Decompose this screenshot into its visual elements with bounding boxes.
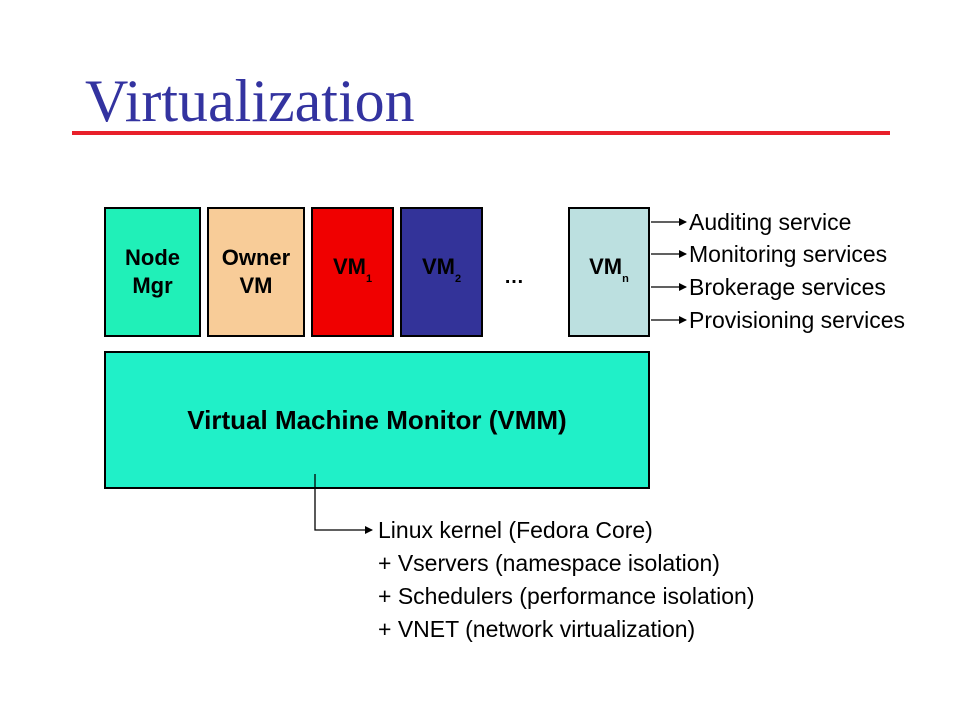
vmn-box: VMn	[568, 207, 650, 337]
owner-vm-label: Owner VM	[221, 245, 291, 298]
vmm-box: Virtual Machine Monitor (VMM)	[104, 351, 650, 489]
service-monitoring: Monitoring services	[689, 241, 888, 267]
vmm-label: Virtual Machine Monitor (VMM)	[187, 405, 567, 435]
vm2-box: VM2	[400, 207, 483, 337]
service-provisioning: Provisioning services	[689, 307, 906, 333]
service-auditing: Auditing service	[689, 209, 852, 235]
ellipsis: …	[504, 266, 524, 288]
vm1-label: VM1	[332, 254, 373, 285]
service-brokerage: Brokerage services	[689, 274, 886, 300]
owner-vm-box: Owner VM	[207, 207, 305, 337]
kernel-line-2: + Vservers (namespace isolation)	[378, 550, 720, 576]
kernel-line-1: Linux kernel (Fedora Core)	[378, 517, 653, 543]
vm1-box: VM1	[311, 207, 394, 337]
slide-title: Virtualization	[85, 68, 415, 134]
title-underline	[72, 131, 890, 135]
vmn-label: VMn	[589, 254, 629, 285]
node-mgr-box: Node Mgr	[104, 207, 201, 337]
vm2-label: VM2	[421, 254, 462, 285]
kernel-line-3: + Schedulers (performance isolation)	[378, 583, 755, 609]
arrow-kernel	[314, 474, 373, 534]
node-mgr-label: Node Mgr	[125, 245, 180, 298]
kernel-line-4: + VNET (network virtualization)	[378, 616, 696, 642]
